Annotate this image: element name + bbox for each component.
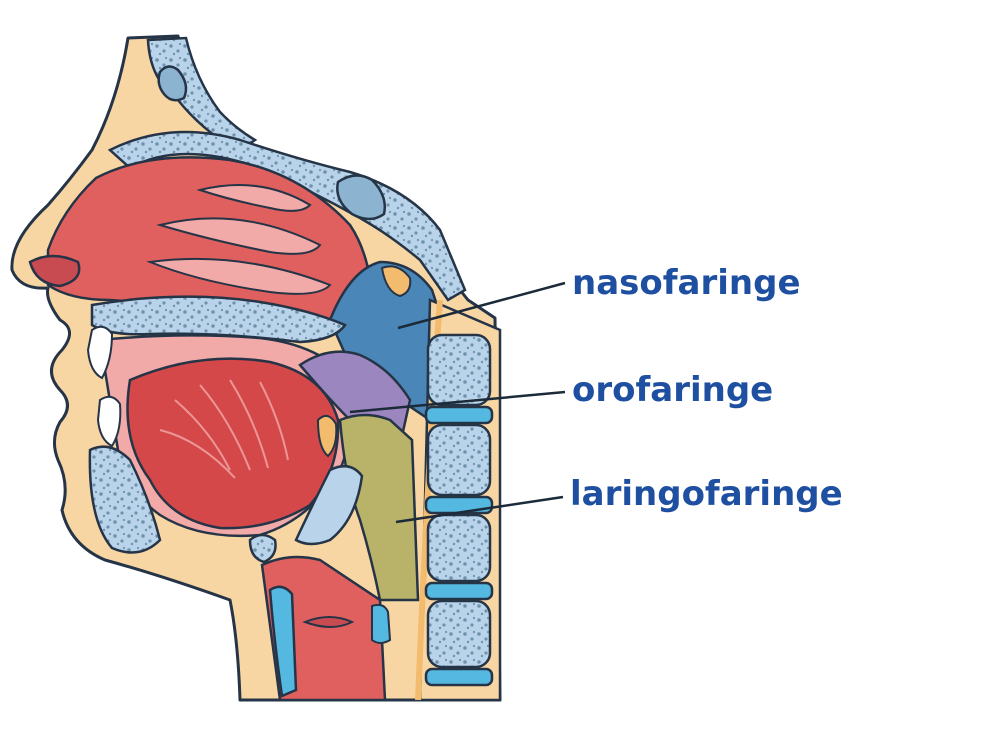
trachea-ring	[371, 603, 392, 644]
uvula	[316, 414, 338, 458]
leader-line-oropharynx	[349, 390, 566, 414]
hyoid-bone	[248, 533, 277, 564]
vertebral-disc	[424, 581, 494, 601]
vocal-fold	[302, 616, 355, 628]
label-oropharynx: orofaringe	[572, 370, 774, 410]
vertebra	[426, 423, 492, 497]
frontal-sinus	[157, 65, 188, 102]
mandible-bone	[88, 445, 162, 554]
epiglottis	[294, 464, 364, 546]
label-laryngopharynx: laringofaringe	[570, 474, 843, 514]
lower-tooth	[96, 395, 122, 448]
vertebra	[426, 513, 492, 583]
tongue-fibers	[159, 379, 289, 479]
vertebra	[426, 599, 492, 669]
nasal-concha-middle	[156, 217, 322, 255]
thyroid-cartilage	[268, 585, 298, 698]
vertebral-disc	[424, 495, 494, 515]
upper-tooth	[86, 325, 114, 380]
sphenoid-sinus	[336, 174, 386, 221]
nasal-concha-upper	[196, 184, 312, 212]
vertebral-disc	[424, 667, 494, 687]
label-nasopharynx: nasofaringe	[572, 263, 801, 303]
vertebra	[426, 333, 492, 407]
leader-line-nasopharynx	[397, 281, 566, 330]
nasal-concha-lower	[146, 257, 332, 295]
leader-line-laryngopharynx	[395, 495, 564, 524]
nostril	[28, 254, 81, 288]
hard-palate	[90, 295, 347, 344]
adenoid-highlight	[380, 265, 412, 298]
tongue	[126, 357, 340, 530]
vertebral-disc	[424, 405, 494, 425]
